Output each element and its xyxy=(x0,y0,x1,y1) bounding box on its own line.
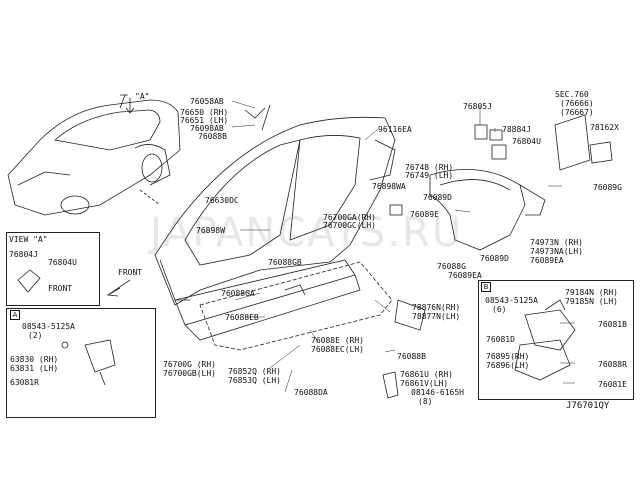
label-08146: 08146-6165H xyxy=(411,388,464,397)
label-76058ab: 76058AB xyxy=(190,97,224,106)
front-arrow xyxy=(106,279,131,297)
label-a-08543-qty: (2) xyxy=(28,331,43,340)
label-76089g: 76089G xyxy=(593,183,622,192)
label-76748: 76748 (RH) xyxy=(405,163,454,172)
label-76088da: 76088DA xyxy=(294,388,328,397)
label-76088ga: 76088GA xyxy=(221,289,255,298)
diagram-code: J76701QY xyxy=(566,401,610,411)
label-76804u-top: 76804U xyxy=(512,137,541,146)
label-sec-760: SEC.760 xyxy=(555,90,589,99)
label-76898wa: 76898WA xyxy=(372,182,406,191)
label-76081d: 76081D xyxy=(486,335,515,344)
label-76805j: 76805J xyxy=(463,102,492,111)
car-overview-illustration xyxy=(7,94,181,216)
view-a-box xyxy=(6,232,100,306)
label-76088g: 76088G xyxy=(437,262,466,271)
part-76088gb-shape xyxy=(284,284,306,296)
label-76089d-b: 76089D xyxy=(480,254,509,263)
part-78876n-shape xyxy=(394,299,426,331)
label-sec-76666: (76666) xyxy=(560,99,594,108)
label-76081b: 76081B xyxy=(598,320,627,329)
label-76804j: 76804J xyxy=(9,250,38,259)
label-76088eb: 76088EB xyxy=(225,313,259,322)
part-76804u-shape xyxy=(491,144,507,160)
label-08146-qty: (8) xyxy=(418,397,433,406)
front-arrow-label: FRONT xyxy=(118,268,143,277)
label-sec-76667: (76667) xyxy=(560,108,594,117)
view-a-arrow xyxy=(125,98,135,114)
label-76089ea-b: 76089EA xyxy=(448,271,482,280)
label-76088ec: 76088EC(LH) xyxy=(311,345,364,354)
label-76088gb: 76088GB xyxy=(268,258,302,267)
label-76088b-top: 76088B xyxy=(198,132,227,141)
label-76700g: 76700G (RH) xyxy=(163,360,216,369)
sec-760-panel xyxy=(554,114,613,171)
watermark: JAPANCATS.RU xyxy=(150,210,464,256)
label-76651: 76651 (LH) xyxy=(180,116,229,125)
label-74973na: 74973NA(LH) xyxy=(530,247,583,256)
label-74973n: 74973N (RH) xyxy=(530,238,583,247)
label-76650: 76650 (RH) xyxy=(180,108,229,117)
label-76804u-view: 76804U xyxy=(48,258,77,267)
label-76089e: 76089E xyxy=(410,210,439,219)
label-76700ga: 76700GA(RH) xyxy=(323,213,376,222)
label-76861u: 76861U (RH) xyxy=(400,370,453,379)
label-79185n: 79185N (LH) xyxy=(565,297,618,306)
label-76088r: 76088R xyxy=(598,360,627,369)
label-a-08543: 08543-5125A xyxy=(22,322,75,331)
label-76896: 76896(LH) xyxy=(486,361,530,370)
label-76088e: 76088E (RH) xyxy=(311,336,364,345)
section-a-tag: A xyxy=(10,310,20,320)
label-76898w: 76898W xyxy=(196,226,225,235)
fender-protector xyxy=(429,169,546,251)
label-76895: 76895(RH) xyxy=(486,352,530,361)
label-b-08543-qty: (6) xyxy=(492,305,507,314)
label-76700gb: 76700GB(LH) xyxy=(163,369,216,378)
body-side-panel xyxy=(154,104,396,306)
section-a-box xyxy=(6,308,156,418)
view-a-part xyxy=(17,269,41,293)
label-76630dc: 76630DC xyxy=(205,196,239,205)
label-78877n: 78877N(LH) xyxy=(412,312,461,321)
part-76861u-shape xyxy=(382,371,399,399)
label-76088b-b: 76088B xyxy=(397,352,426,361)
label-76861v: 76861V(LH) xyxy=(400,379,449,388)
part-76089e-shape xyxy=(389,204,403,216)
label-78162x: 78162X xyxy=(590,123,619,132)
label-76089d: 76089D xyxy=(423,193,452,202)
label-76853q: 76853Q (LH) xyxy=(228,376,281,385)
label-76089ea-a: 76089EA xyxy=(530,256,564,265)
label-b-08543: 08543-5125A xyxy=(485,296,538,305)
label-63081r: 63081R xyxy=(10,378,39,387)
view-ref-label: "A" xyxy=(135,92,150,101)
label-76098ab: 76098AB xyxy=(190,124,224,133)
label-76749: 76749 (LH) xyxy=(405,171,454,180)
label-79184n: 79184N (RH) xyxy=(565,288,618,297)
view-a-front-label: FRONT xyxy=(48,284,73,293)
part-78884j-shape xyxy=(489,129,503,141)
label-78876n: 78876N(RH) xyxy=(412,303,461,312)
label-96116ea: 96116EA xyxy=(378,125,412,134)
splash-guard-parts xyxy=(514,299,576,381)
label-76852q: 76852Q (RH) xyxy=(228,367,281,376)
view-a-title: VIEW "A" xyxy=(9,235,48,244)
rocker-cover xyxy=(199,261,393,351)
section-b-box xyxy=(478,280,634,400)
section-a-bracket xyxy=(61,339,116,386)
part-76805j-shape xyxy=(474,124,488,140)
label-78884j: 78884J xyxy=(502,125,531,134)
section-b-tag: B xyxy=(481,282,491,292)
side-sill xyxy=(174,259,361,341)
label-63831: 63831 (LH) xyxy=(10,364,59,373)
label-76700gc: 76700GC(LH) xyxy=(323,221,376,230)
label-76081e: 76081E xyxy=(598,380,627,389)
leader-lines xyxy=(231,100,575,393)
label-63830: 63830 (RH) xyxy=(10,355,59,364)
